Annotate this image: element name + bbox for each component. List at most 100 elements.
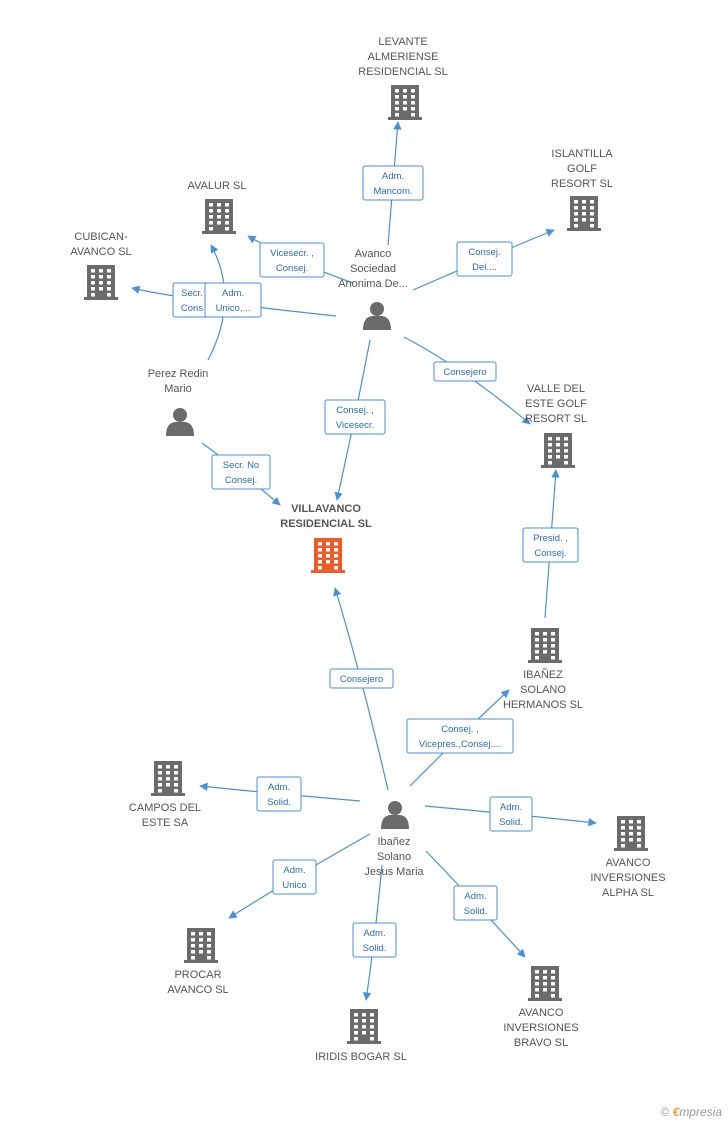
edge-role-text: Secr. No bbox=[223, 460, 259, 471]
node-label: BRAVO SL bbox=[514, 1037, 568, 1049]
brand-logo-e: € bbox=[672, 1105, 680, 1119]
building-icon[interactable] bbox=[541, 433, 575, 468]
node-label: RESORT SL bbox=[525, 413, 587, 425]
edge-role-label[interactable]: Secr. No Consej. bbox=[211, 454, 271, 490]
node-label: Ibañez bbox=[377, 836, 410, 848]
node-label: Jesus Maria bbox=[364, 866, 424, 878]
edge-role-box bbox=[329, 668, 394, 689]
edge-role-label[interactable]: Consejero bbox=[329, 668, 394, 689]
edge-role-text: Consej. , bbox=[336, 405, 374, 416]
edge-role-text: Adm. bbox=[268, 782, 290, 793]
person-icon[interactable] bbox=[166, 408, 194, 436]
edge-role-label[interactable]: Adm. Unico bbox=[272, 859, 317, 895]
node-label: AVANCO SL bbox=[70, 246, 131, 258]
edge-ibanez_p-to-villavanco bbox=[333, 587, 389, 791]
node-label: CAMPOS DEL bbox=[129, 802, 201, 814]
edge-role-label[interactable]: Consej. , Vicesecr. bbox=[324, 399, 386, 435]
building-icon[interactable] bbox=[528, 628, 562, 663]
node-label: INVERSIONES bbox=[503, 1022, 578, 1034]
edge-role-text: Vicesecr. bbox=[336, 420, 374, 431]
node-label: SOLANO bbox=[520, 684, 566, 696]
node-label: IRIDIS BOGAR SL bbox=[315, 1051, 407, 1063]
node-label: Solano bbox=[377, 851, 411, 863]
edge-role-text: Consej. , bbox=[441, 724, 479, 735]
node-label: Sociedad bbox=[350, 263, 396, 275]
edge-role-text: Adm. bbox=[283, 865, 305, 876]
edge-role-text: Mancom. bbox=[373, 186, 412, 197]
node-label: ISLANTILLA bbox=[551, 148, 613, 160]
building-icon[interactable] bbox=[567, 196, 601, 231]
node-label: Mario bbox=[164, 383, 192, 395]
node-label: AVANCO bbox=[519, 1007, 564, 1019]
edge-role-box bbox=[211, 454, 271, 490]
edge-role-label[interactable]: Consej. ,Vicepres.,Consej.... bbox=[406, 718, 514, 754]
node-label: Perez Redin bbox=[148, 368, 209, 380]
edge-role-text: Del.... bbox=[472, 262, 497, 273]
edge-role-box bbox=[362, 165, 424, 201]
edge-role-text: Adm. bbox=[382, 171, 404, 182]
node-label: HERMANOS SL bbox=[503, 699, 583, 711]
edge-role-text: Cons bbox=[181, 303, 203, 314]
edge-role-box bbox=[259, 242, 325, 278]
edge-role-text: Consej. bbox=[468, 247, 500, 258]
edge-role-text: Unico,... bbox=[216, 303, 251, 314]
building-icon[interactable] bbox=[84, 265, 118, 300]
building-icon[interactable] bbox=[151, 761, 185, 796]
edge-role-box bbox=[256, 776, 302, 812]
building-icon[interactable] bbox=[184, 928, 218, 963]
brand-watermark: © €mpresia bbox=[660, 1105, 722, 1119]
person-icon[interactable] bbox=[363, 302, 391, 330]
node-label: RESIDENCIAL SL bbox=[358, 66, 447, 78]
edge-role-box bbox=[406, 718, 514, 754]
building-icon[interactable] bbox=[528, 966, 562, 1001]
edge-role-label[interactable]: Presid. , Consej. bbox=[522, 527, 579, 563]
node-label: AVALUR SL bbox=[188, 180, 247, 192]
edge-role-label[interactable]: Adm.Solid. bbox=[256, 776, 302, 812]
building-icon[interactable] bbox=[347, 1009, 381, 1044]
edge-role-text: Presid. , bbox=[533, 533, 568, 544]
building-icon[interactable] bbox=[202, 199, 236, 234]
edge-role-box bbox=[456, 241, 513, 277]
edge-role-label[interactable]: Consej. Del.... bbox=[456, 241, 513, 277]
edge-role-label[interactable]: Adm.Solid. bbox=[489, 796, 533, 832]
edge-role-text: Adm. bbox=[222, 288, 244, 299]
node-cubican: CUBICAN- AVANCO SL bbox=[70, 231, 132, 300]
node-label: ALMERIENSE bbox=[368, 51, 439, 63]
person-icon[interactable] bbox=[381, 801, 409, 829]
edge-role-box bbox=[489, 796, 533, 832]
edge-role-text: Unico bbox=[282, 880, 306, 891]
node-label: ESTE GOLF bbox=[525, 398, 587, 410]
edge-role-text: Consej. bbox=[534, 548, 566, 559]
node-label: GOLF bbox=[567, 163, 597, 175]
node-label: AVANCO SL bbox=[167, 984, 228, 996]
node-label: ALPHA SL bbox=[602, 887, 654, 899]
node-label: ESTE SA bbox=[142, 817, 189, 829]
edge-role-text: Secr. bbox=[181, 288, 203, 299]
edge-role-label[interactable]: Adm. Mancom. bbox=[362, 165, 424, 201]
node-label: INVERSIONES bbox=[590, 872, 665, 884]
edge-role-label[interactable]: Adm.Solid. bbox=[453, 885, 498, 921]
node-label: CUBICAN- bbox=[74, 231, 128, 243]
edge-role-box bbox=[433, 361, 497, 382]
building-icon[interactable] bbox=[388, 85, 422, 120]
edge-role-text: Solid. bbox=[363, 943, 387, 954]
edge-line bbox=[333, 587, 389, 791]
edge-role-text: Consej. bbox=[225, 475, 257, 486]
node-label: IBAÑEZ bbox=[523, 668, 563, 681]
copyright-icon: © bbox=[660, 1105, 670, 1119]
edge-role-label[interactable]: Vicesecr. ,Consej. bbox=[259, 242, 325, 278]
building-icon[interactable] bbox=[614, 816, 648, 851]
edge-role-label[interactable]: Adm.Solid. bbox=[352, 922, 397, 958]
edge-role-label[interactable]: Consejero bbox=[433, 361, 497, 382]
main-building-icon[interactable] bbox=[311, 538, 345, 573]
edge-role-label[interactable]: Adm. Unico,... bbox=[204, 282, 262, 318]
node-campos: CAMPOS DEL ESTE SA bbox=[129, 761, 201, 829]
edge-role-text: Vicesecr. , bbox=[270, 248, 314, 259]
node-label: PROCAR bbox=[174, 969, 221, 981]
